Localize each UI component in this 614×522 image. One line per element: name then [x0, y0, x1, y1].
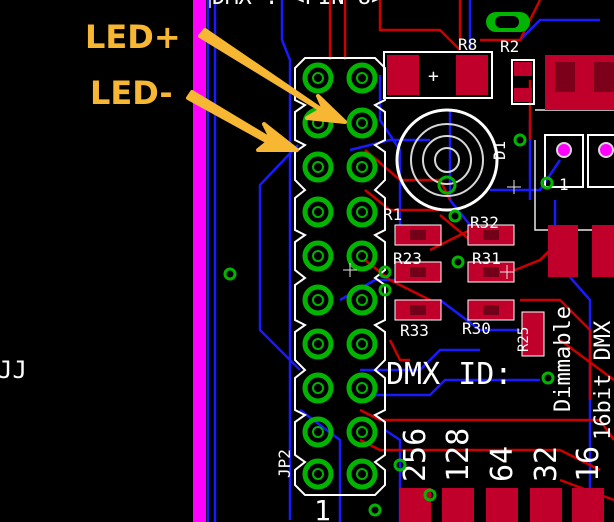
jp2-pad — [302, 416, 334, 448]
via — [378, 265, 392, 279]
regulator: 1 — [544, 55, 614, 277]
r33-label: R33 — [400, 321, 429, 340]
r32-label: R32 — [470, 213, 499, 232]
r8-label: R8 — [458, 35, 477, 54]
via — [540, 176, 554, 190]
jp2-pad — [302, 151, 334, 183]
addr-bit-pad — [572, 488, 604, 522]
via — [378, 283, 392, 297]
jp2-pad — [346, 458, 378, 490]
led-minus-arrow — [186, 90, 299, 152]
r2-label: R2 — [500, 37, 519, 56]
origin-markers — [343, 180, 521, 279]
r23-label: R23 — [393, 249, 422, 268]
jp2-pad — [346, 196, 378, 228]
addr-bit-label: 32 — [529, 446, 564, 482]
bit16-label: 16bit DMX — [591, 320, 614, 440]
via — [541, 371, 555, 385]
jp2-label: JP2 — [275, 449, 294, 478]
top-partial-label: DMX : <PIN 8> — [212, 0, 384, 10]
d1-label: D1 — [490, 141, 509, 160]
svg-text:+: + — [428, 66, 439, 87]
r2-resistor: R2 — [500, 37, 535, 105]
jp2-pad — [302, 240, 334, 272]
addr-bit-pad — [442, 488, 474, 522]
bottom-layer-traces — [206, 0, 614, 522]
jp2-pad — [302, 284, 334, 316]
left-partial-label: JJ — [0, 356, 27, 384]
board-edge — [193, 0, 206, 522]
addr-bit-pad — [486, 488, 518, 522]
addr-bit-label: 64 — [485, 446, 520, 482]
via — [368, 503, 382, 517]
vias — [223, 133, 555, 517]
jp2-pad — [346, 372, 378, 404]
r25-label: R25 — [516, 327, 532, 352]
regulator-pin-label: 1 — [559, 175, 569, 194]
pin1-label: 1 — [314, 494, 331, 522]
jp2-pad — [302, 328, 334, 360]
addr-bit-label: 256 — [398, 428, 433, 482]
dmx-id-label: DMX ID: — [386, 357, 512, 392]
annotation-arrows: LED+ LED- — [85, 18, 347, 152]
via — [393, 458, 407, 472]
jp2-pad — [346, 240, 378, 272]
addr-bit-pad — [530, 488, 562, 522]
r8-resistor: R8 + — [383, 35, 493, 99]
jp2-pad — [302, 458, 334, 490]
jp2-header — [294, 57, 386, 496]
jp2-pad — [346, 151, 378, 183]
jp2-pad — [346, 284, 378, 316]
jp2-pad — [302, 62, 334, 94]
r30-label: R30 — [462, 319, 491, 338]
led-minus-label: LED- — [90, 74, 173, 112]
addr-bit-label: 16 — [571, 446, 606, 482]
jp2-pad — [302, 196, 334, 228]
jp2-pad — [346, 62, 378, 94]
via — [451, 255, 465, 269]
jp2-outline — [294, 57, 386, 496]
via — [223, 267, 237, 281]
via — [448, 209, 462, 223]
led-plus-arrow — [198, 28, 347, 124]
jp2-pad — [346, 416, 378, 448]
jp2-pad — [302, 372, 334, 404]
jp2-pad — [346, 328, 378, 360]
jp2-pad — [346, 107, 378, 139]
led-plus-label: LED+ — [85, 18, 181, 56]
addr-bit-label: 128 — [441, 428, 476, 482]
r31-label: R31 — [472, 249, 501, 268]
d1-component: D1 — [395, 108, 509, 212]
r1-label: R1 — [383, 205, 402, 224]
via — [423, 488, 437, 502]
smd-resistors — [394, 224, 545, 357]
dimmable-label: Dimmable — [551, 306, 576, 412]
via — [513, 133, 527, 147]
